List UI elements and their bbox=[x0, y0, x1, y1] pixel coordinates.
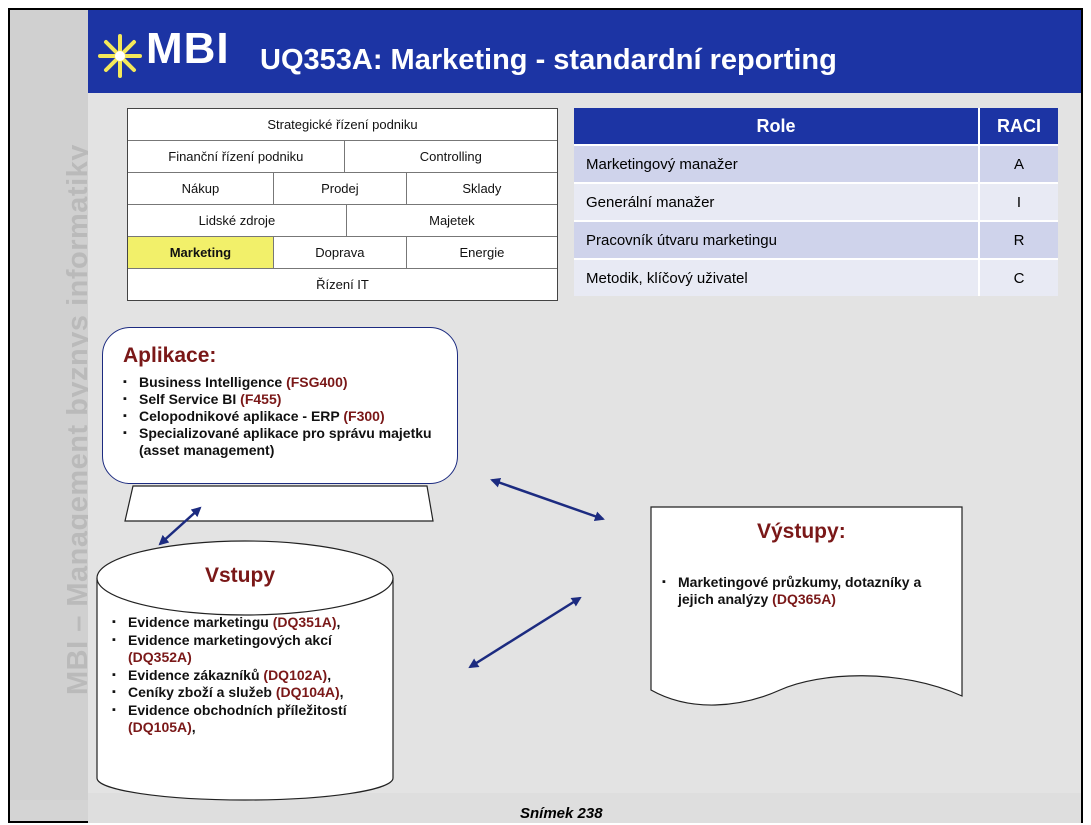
table-row: Pracovník útvaru marketingu R bbox=[574, 220, 1058, 258]
module-cell: Controlling bbox=[419, 149, 482, 164]
module-cell: Strategické řízení podniku bbox=[267, 117, 418, 132]
raci-header-raci: RACI bbox=[980, 108, 1058, 144]
list-item: Marketingové průzkumy, dotazníky a jejic… bbox=[660, 574, 960, 608]
header-bar bbox=[88, 10, 1081, 93]
applications-list: Business Intelligence (FSG400) Self Serv… bbox=[121, 374, 451, 459]
list-item: Evidence obchodních příležitostí (DQ105A… bbox=[110, 702, 390, 737]
monitor-stand-shape bbox=[124, 485, 434, 522]
module-cell: Nákup bbox=[128, 173, 274, 204]
module-cell: Finanční řízení podniku bbox=[128, 141, 345, 172]
arrow-app-to-output bbox=[490, 477, 605, 522]
page-title: UQ353A: Marketing - standardní reporting bbox=[260, 44, 837, 76]
raci-value: R bbox=[980, 222, 1058, 258]
inputs-title: Vstupy bbox=[205, 564, 276, 587]
list-item: Evidence zákazníků (DQ102A), bbox=[110, 667, 390, 685]
grid-row: Strategické řízení podniku bbox=[128, 109, 557, 141]
module-cell: Řízení IT bbox=[316, 277, 369, 292]
module-cell: Sklady bbox=[462, 181, 502, 196]
raci-value: C bbox=[980, 260, 1058, 296]
module-cell: Majetek bbox=[429, 213, 475, 228]
raci-table: Role RACI Marketingový manažer A Generál… bbox=[574, 108, 1058, 296]
list-item: Self Service BI (F455) bbox=[121, 391, 451, 408]
arrow-stand-to-db bbox=[158, 506, 202, 546]
list-item: Specializované aplikace pro správu majet… bbox=[121, 425, 451, 459]
table-row: Metodik, klíčový uživatel C bbox=[574, 258, 1058, 296]
raci-role: Pracovník útvaru marketingu bbox=[574, 222, 980, 258]
module-cell: Lidské zdroje bbox=[128, 205, 347, 236]
list-item: Evidence marketingových akcí (DQ352A) bbox=[110, 632, 390, 667]
logo-text: MBI bbox=[146, 24, 230, 73]
module-cell: Doprava bbox=[274, 237, 407, 268]
module-cell: Energie bbox=[459, 245, 505, 260]
grid-row: Marketing Doprava Energie bbox=[128, 237, 557, 269]
grid-row: Nákup Prodej Sklady bbox=[128, 173, 557, 205]
list-item: Ceníky zboží a služeb (DQ104A), bbox=[110, 684, 390, 702]
outputs-title: Výstupy: bbox=[757, 520, 846, 543]
raci-role: Generální manažer bbox=[574, 184, 980, 220]
module-cell: Prodej bbox=[274, 173, 407, 204]
raci-role: Metodik, klíčový uživatel bbox=[574, 260, 980, 296]
module-grid: Strategické řízení podniku Finanční říze… bbox=[127, 108, 558, 301]
grid-row: Finanční řízení podniku Controlling bbox=[128, 141, 557, 173]
raci-header-role: Role bbox=[574, 108, 980, 144]
list-item: Celopodnikové aplikace - ERP (F300) bbox=[121, 408, 451, 425]
raci-value: I bbox=[980, 184, 1058, 220]
outputs-list: Marketingové průzkumy, dotazníky a jejic… bbox=[660, 574, 960, 608]
inputs-list: Evidence marketingu (DQ351A), Evidence m… bbox=[110, 614, 390, 737]
slide-number: Snímek 238 bbox=[520, 805, 603, 822]
module-cell-marketing-highlighted: Marketing bbox=[128, 237, 274, 268]
list-item: Business Intelligence (FSG400) bbox=[121, 374, 451, 391]
raci-header-row: Role RACI bbox=[574, 108, 1058, 144]
applications-box: Aplikace: Business Intelligence (FSG400)… bbox=[102, 327, 458, 484]
raci-value: A bbox=[980, 146, 1058, 182]
grid-row: Řízení IT bbox=[128, 269, 557, 300]
table-row: Generální manažer I bbox=[574, 182, 1058, 220]
table-row: Marketingový manažer A bbox=[574, 144, 1058, 182]
sidebar bbox=[10, 10, 88, 800]
raci-role: Marketingový manažer bbox=[574, 146, 980, 182]
grid-row: Lidské zdroje Majetek bbox=[128, 205, 557, 237]
arrow-input-to-output bbox=[468, 596, 582, 669]
mbi-logo-star-icon bbox=[98, 34, 142, 78]
list-item: Evidence marketingu (DQ351A), bbox=[110, 614, 390, 632]
applications-title: Aplikace: bbox=[123, 344, 217, 367]
